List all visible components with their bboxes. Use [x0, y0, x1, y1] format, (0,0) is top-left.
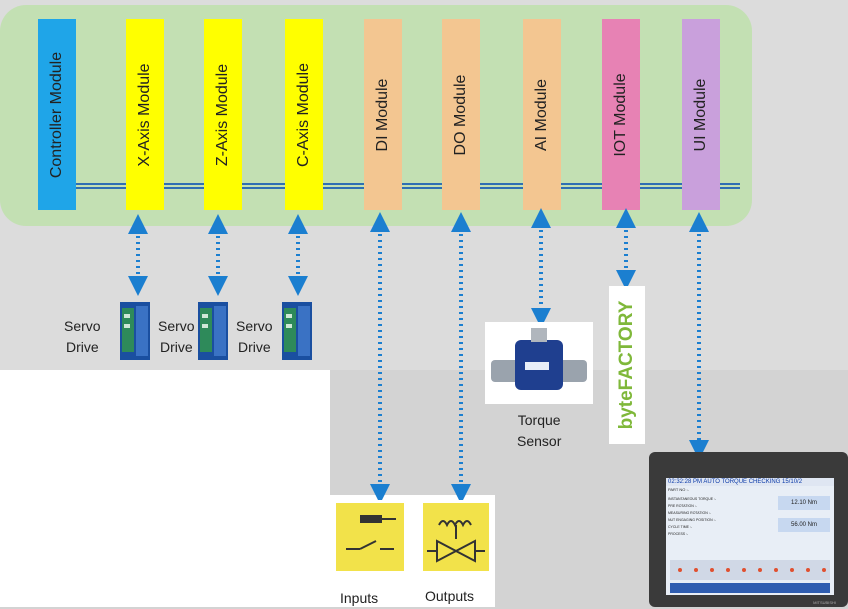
- iot-module: IOT Module: [602, 19, 640, 210]
- servo-drive-label-line2: Drive: [65, 339, 99, 355]
- byte-factory-logo: byteFACTORY: [616, 300, 637, 430]
- servo-drive-label-line2: Drive: [237, 339, 271, 355]
- servo-drive-icon: [120, 302, 150, 360]
- torque-sensor-label-line2: Sensor: [517, 433, 562, 449]
- x-axis-module: X-Axis Module: [126, 19, 164, 210]
- hmi-part-no: PART NO :-: [668, 487, 689, 492]
- servo-drive-label-line1: Servo: [236, 318, 273, 334]
- hmi-row: MEASURING ROTATION :-: [668, 511, 711, 515]
- torque-sensor-icon: [491, 328, 587, 390]
- do-module: DO Module: [442, 19, 480, 210]
- hmi-row: INSTANTANEOUS TORQUE :-: [668, 497, 717, 501]
- ai-module: AI Module: [523, 19, 561, 210]
- inputs-label: Inputs: [340, 590, 379, 606]
- hmi-rows: INSTANTANEOUS TORQUE :- PRE ROTATION :- …: [668, 496, 764, 538]
- torque-sensor-label-line1: Torque: [517, 412, 561, 428]
- proximity-sensor-icon: [346, 515, 396, 550]
- hmi-brand: MITSUBISHI: [813, 600, 836, 605]
- servo-drive-icon: [198, 302, 228, 360]
- hmi-value-1: 12.10 Nm: [778, 496, 830, 510]
- servo-drive-label-line2: Drive: [159, 339, 193, 355]
- background-white-area: [0, 370, 330, 607]
- hmi-row: NUT ENGAGING POSITION :-: [668, 518, 716, 522]
- z-axis-module: Z-Axis Module: [204, 19, 242, 210]
- servo-drive-label: Servo Drive: [64, 316, 101, 358]
- hmi-screen: 02:32:28 PM AUTO TORQUE CHECKING 15/10/2…: [666, 478, 834, 595]
- servo-drive-label-line1: Servo: [158, 318, 195, 334]
- hmi-indicator-row: [670, 560, 830, 580]
- iot-logo-box: byteFACTORY: [609, 286, 645, 444]
- hmi-value-2: 56.00 Nm: [778, 518, 830, 532]
- inputs-icon-box: [333, 500, 407, 574]
- servo-drive-label: Servo Drive: [158, 316, 195, 358]
- servo-drive-label: Servo Drive: [236, 316, 273, 358]
- servo-drive-label-line1: Servo: [64, 318, 101, 334]
- solenoid-valve-icon: [427, 520, 485, 563]
- outputs-label: Outputs: [425, 588, 475, 604]
- hmi-row: CYCLE TIME :-: [668, 525, 693, 529]
- hmi-title: 02:32:28 PM AUTO TORQUE CHECKING 15/10/2: [666, 478, 834, 486]
- controller-module: Controller Module: [38, 19, 76, 210]
- c-axis-module: C-Axis Module: [285, 19, 323, 210]
- torque-sensor-label: Torque Sensor: [517, 410, 561, 452]
- servo-drive-icon: [282, 302, 312, 360]
- torque-sensor-image: [485, 322, 593, 404]
- hmi-row: PRE ROTATION :-: [668, 504, 697, 508]
- outputs-icon-box: [420, 500, 492, 574]
- hmi-process: PROCESS :-: [668, 532, 689, 536]
- hmi-indicator-icons: [678, 568, 826, 572]
- hmi-bottom-bar: [670, 583, 830, 593]
- di-module: DI Module: [364, 19, 402, 210]
- hmi-panel: 02:32:28 PM AUTO TORQUE CHECKING 15/10/2…: [649, 452, 848, 607]
- ui-module: UI Module: [682, 19, 720, 210]
